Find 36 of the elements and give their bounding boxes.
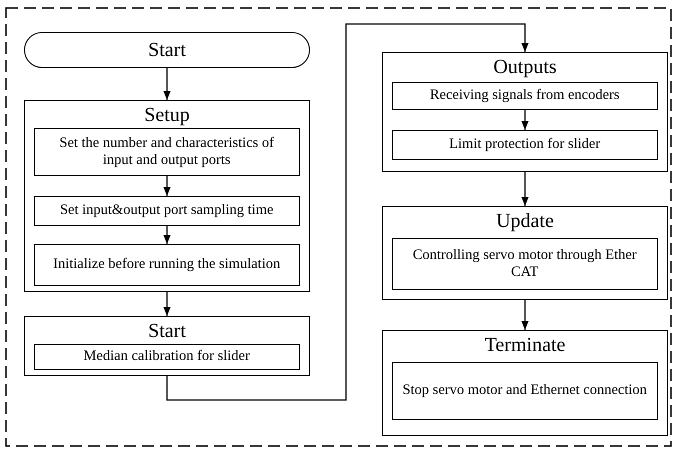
step-box — [34, 244, 300, 286]
group-box — [382, 52, 668, 172]
step-box — [34, 344, 300, 370]
arrow — [521, 110, 529, 130]
group-box — [382, 206, 668, 300]
group-box — [382, 330, 668, 436]
step-box — [34, 128, 300, 176]
arrow — [163, 292, 171, 316]
step-box — [34, 196, 300, 226]
terminal-box — [24, 32, 310, 68]
step-box — [392, 82, 658, 110]
step-text: Receiving signals from encoders — [428, 87, 621, 104]
step-text: Stop servo motor and Ethernet connection — [401, 382, 648, 400]
arrow — [521, 172, 529, 206]
step-text: Set the number and characteristics of input and output ports — [58, 134, 275, 169]
arrow — [163, 68, 171, 100]
arrow — [163, 176, 171, 196]
box-title: Terminate — [484, 334, 566, 356]
step-text: Initialize before running the simulation — [52, 256, 282, 274]
group-box — [24, 100, 310, 292]
box-title: Start — [147, 42, 187, 58]
group-box — [24, 316, 310, 376]
step-text: Median calibration for slider — [82, 348, 251, 366]
step-text: Controlling servo motor through Ether CAT — [412, 246, 638, 281]
box-title: Start — [147, 320, 187, 342]
step-text: Set input&output port sampling time — [58, 202, 274, 220]
box-title: Setup — [143, 104, 191, 126]
step-box — [392, 130, 658, 160]
arrow — [521, 300, 529, 330]
arrow — [166, 23, 529, 401]
step-box — [392, 238, 658, 290]
step-text: Limit protection for slider — [448, 136, 602, 154]
arrow — [163, 226, 171, 244]
box-title: Update — [495, 210, 555, 232]
box-title: Outputs — [492, 56, 558, 78]
step-box — [392, 362, 658, 420]
